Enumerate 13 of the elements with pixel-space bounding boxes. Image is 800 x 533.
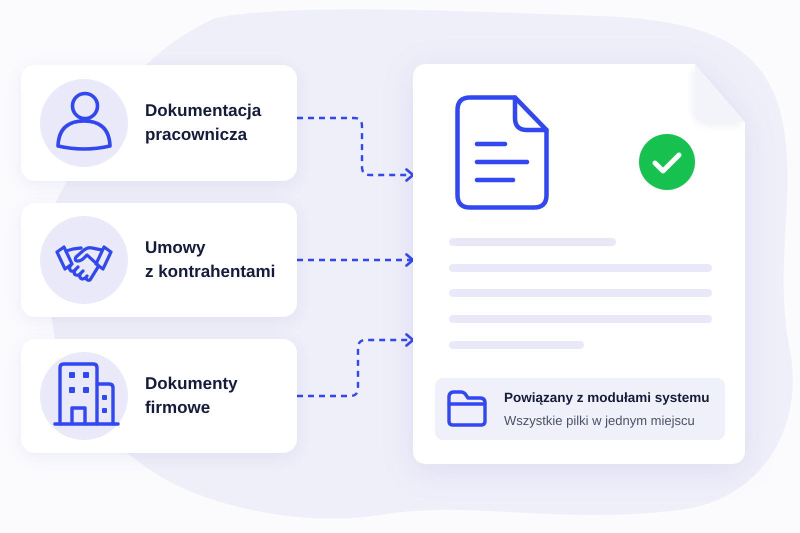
panel-subtitle: Wszystkie pilki w jednym miejscu (504, 412, 696, 428)
document-sheet (413, 64, 745, 464)
card-title: Umowy z kontrahentami (145, 237, 276, 283)
card-title: Dokumentacja pracownicza (145, 100, 262, 146)
card-title: Dokumenty firmowe (145, 373, 239, 419)
dashed-arrow (297, 116, 414, 182)
dashed-arrow (297, 253, 414, 267)
category-card (21, 203, 297, 317)
info-panel (435, 378, 725, 440)
category-card (21, 339, 297, 453)
dashed-arrow (297, 333, 414, 398)
panel-title: Powiązany z modułami systemu (504, 390, 711, 406)
category-card (21, 65, 297, 181)
